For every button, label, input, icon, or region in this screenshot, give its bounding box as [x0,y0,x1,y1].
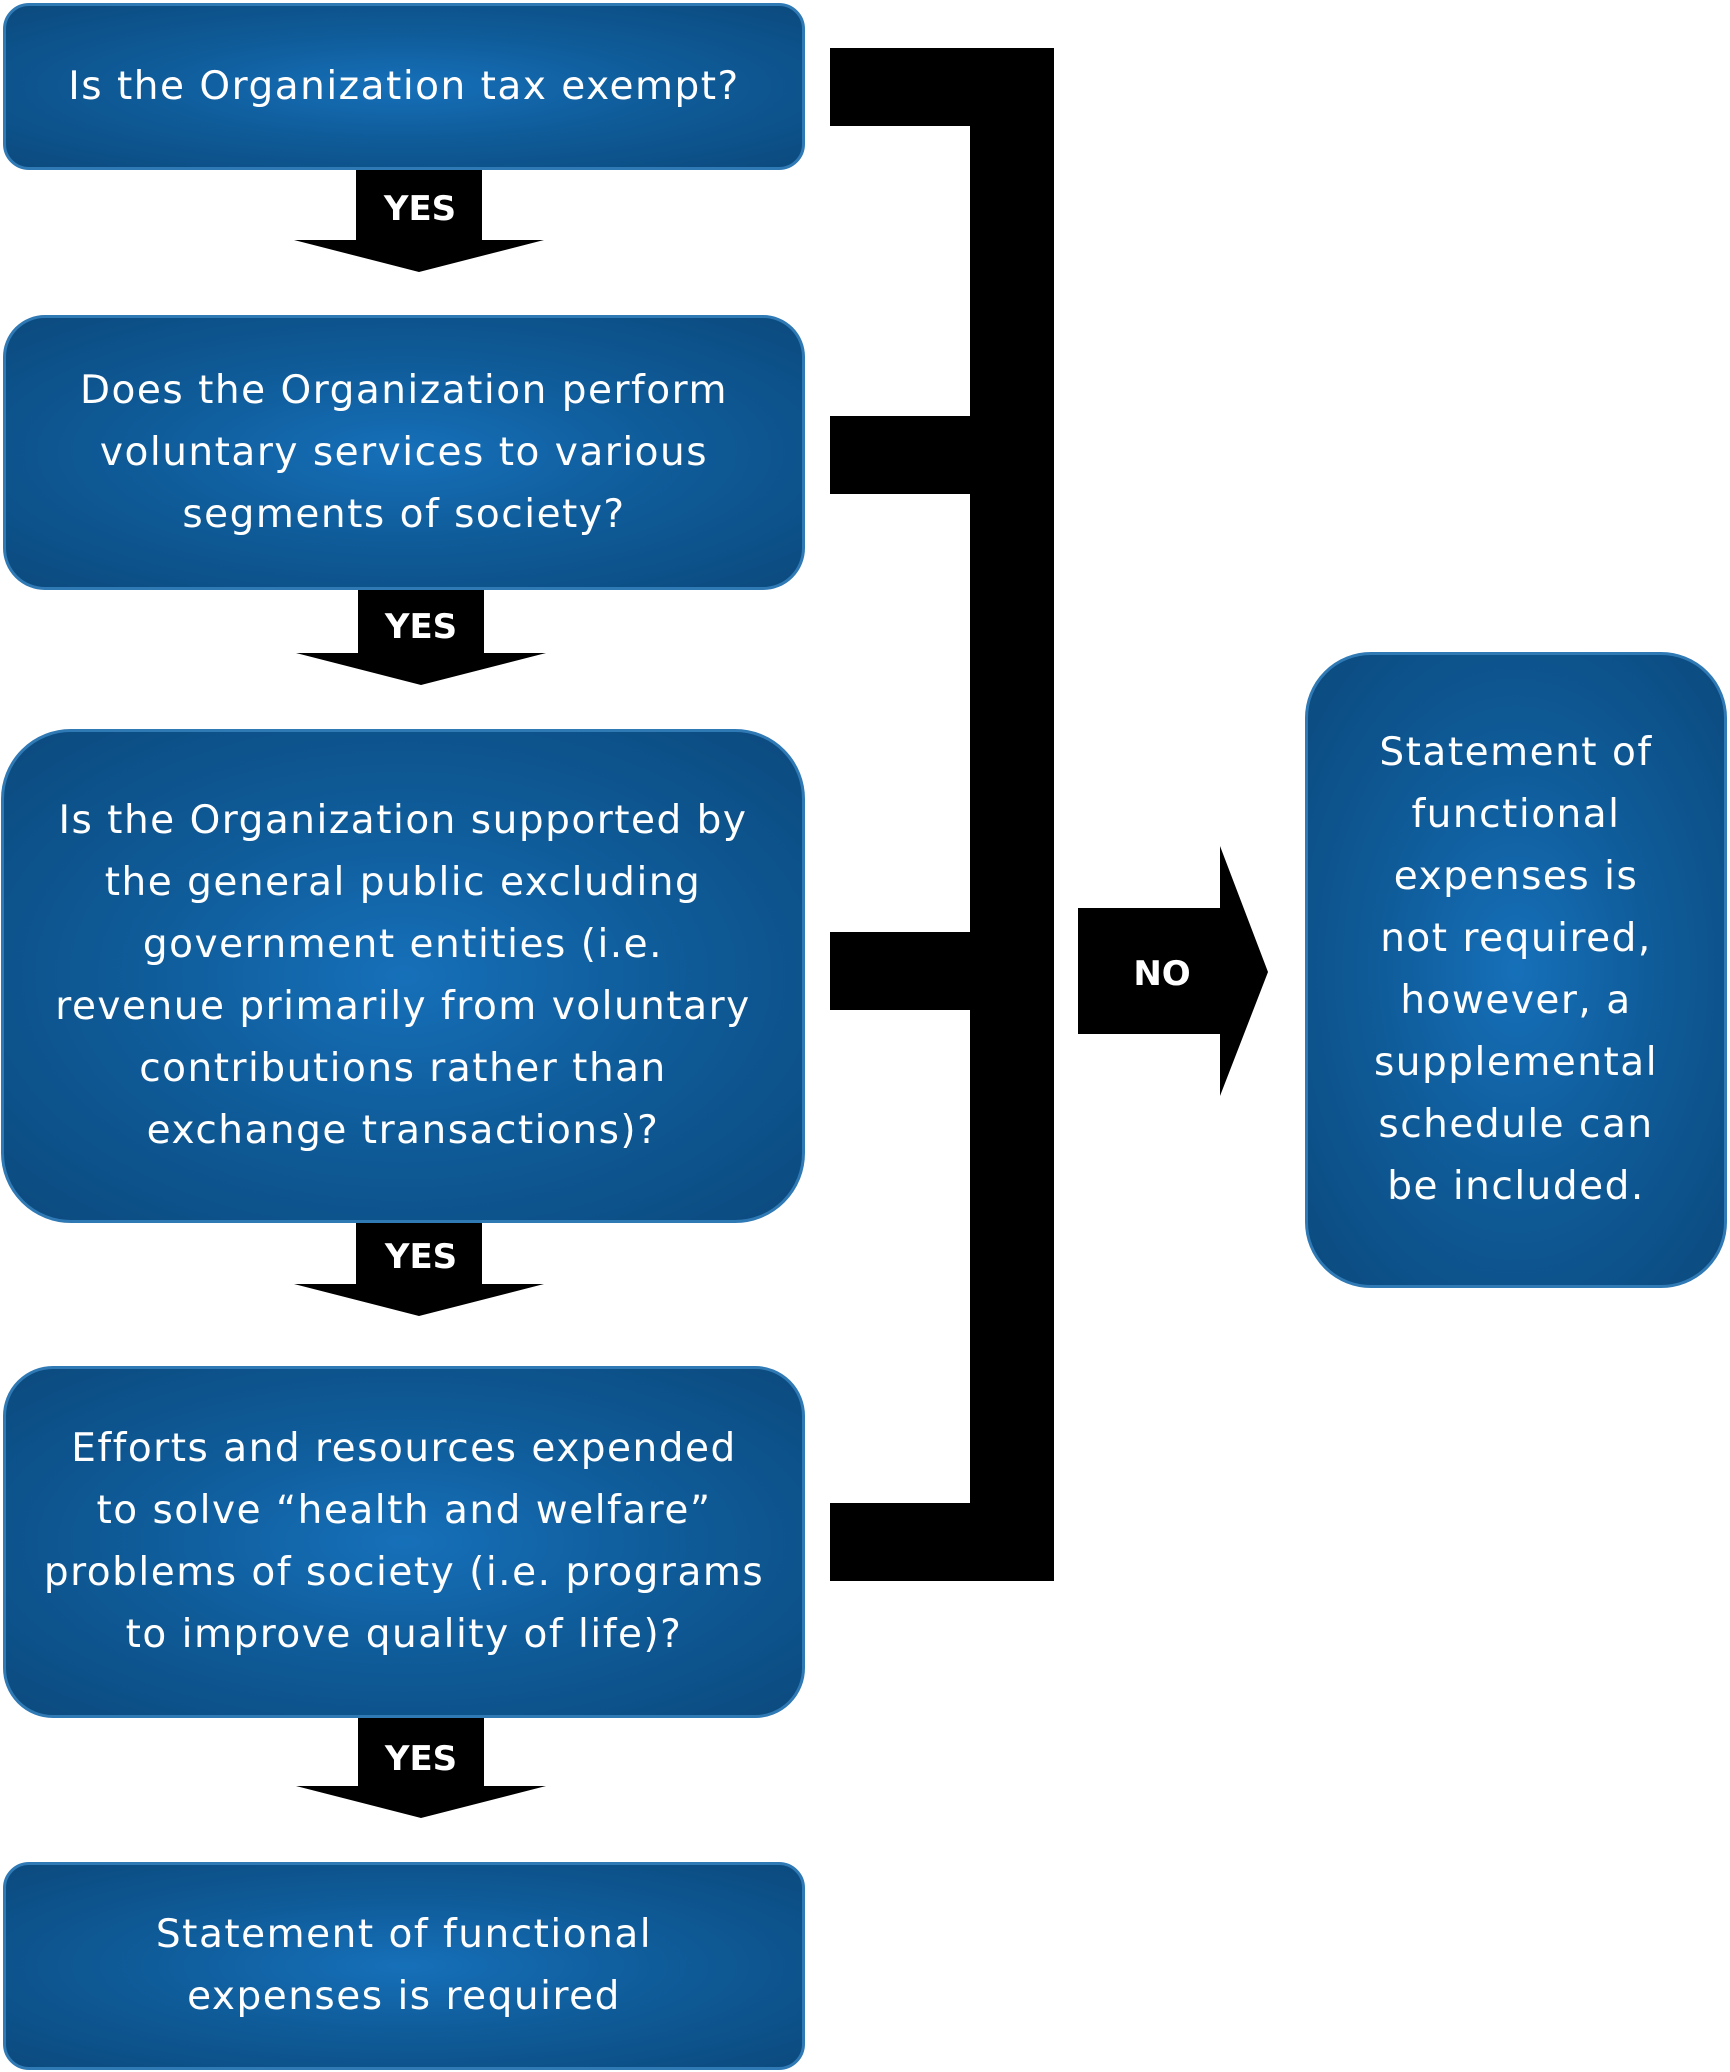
yes-label-1: YES [383,189,456,229]
no-label: NO [1133,954,1190,994]
outcome-required: Statement of functional expenses is requ… [3,1862,805,2070]
yes-label-4: YES [384,1739,457,1779]
question-health-welfare: Efforts and resources expended to solve … [3,1366,805,1718]
outcome-not-required: Statement of functional expenses is not … [1305,652,1727,1288]
yes-arrow-4: YES [296,1690,546,1818]
yes-label-2: YES [384,607,457,647]
yes-arrow-1: YES [294,144,544,272]
question-tax-exempt: Is the Organization tax exempt? [3,3,805,170]
no-bracket [830,48,1054,1581]
question-public-support: Is the Organization supported by the gen… [1,729,805,1223]
yes-label-3: YES [384,1237,457,1277]
no-arrow: NO [1078,846,1268,1096]
question-voluntary-services: Does the Organization perform voluntary … [3,315,805,590]
